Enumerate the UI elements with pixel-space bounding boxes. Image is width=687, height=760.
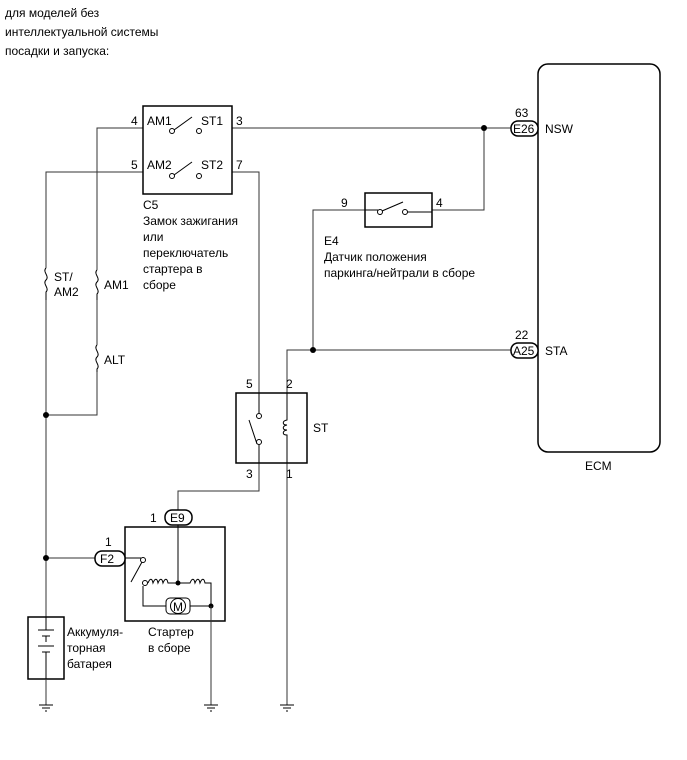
starter-desc-1: Стартер xyxy=(148,625,194,639)
header-line-3: посадки и запуска: xyxy=(5,44,109,58)
connector-e26 xyxy=(510,120,539,137)
ground-icon xyxy=(39,704,53,712)
junction-dot xyxy=(43,555,49,561)
starter-e9-pin: 1 xyxy=(150,511,157,525)
relay-label: ST xyxy=(313,421,329,435)
wire-pn-to-sta xyxy=(312,209,365,350)
starter-relay-box xyxy=(235,392,308,464)
battery-desc-1: Аккумуля- xyxy=(67,625,123,639)
motor-icon xyxy=(170,598,186,614)
wire-nsw-to-pn-switch xyxy=(432,128,485,211)
starter-f2-pin: 1 xyxy=(105,535,112,549)
junction-dot xyxy=(175,580,181,586)
junction-dot xyxy=(43,412,49,418)
junction-dot xyxy=(481,125,487,131)
ign-desc-3: переключатель xyxy=(143,246,228,260)
ign-pin-st1: 3 xyxy=(236,114,243,128)
ecm-box xyxy=(537,63,661,453)
battery-desc-2: торная xyxy=(67,641,106,655)
switch-lever xyxy=(173,161,193,176)
ecm-pin-nsw-conn: E26 xyxy=(513,122,535,136)
battery-desc-3: батарея xyxy=(67,657,112,671)
switch-contact xyxy=(402,209,408,215)
ecm-pin-nsw-num: 63 xyxy=(515,106,529,120)
ign-pin-am1: 4 xyxy=(131,114,138,128)
fuse-alt-icon xyxy=(95,344,99,372)
wire-st2-to-relay xyxy=(232,171,260,393)
ecm-pin-sta-conn: A25 xyxy=(513,344,535,358)
ign-pin-st2: 7 xyxy=(236,158,243,172)
relay-coil-icon xyxy=(282,393,288,463)
starter-f2-conn: F2 xyxy=(100,552,114,566)
starter-switch-lever xyxy=(130,561,143,583)
wire-relay-to-sta xyxy=(286,349,511,393)
wire-relay-to-e9 xyxy=(177,463,260,510)
relay-pin-tl: 5 xyxy=(246,377,253,391)
switch-contact xyxy=(377,209,383,215)
ign-desc-2: или xyxy=(143,230,163,244)
switch-lever xyxy=(381,201,404,212)
ecm-pin-sta-num: 22 xyxy=(515,328,529,342)
wire-alt-to-battery xyxy=(46,372,98,416)
connector-a25 xyxy=(510,342,539,359)
ign-pin-am2: 5 xyxy=(131,158,138,172)
fuse-am1-label: AM1 xyxy=(104,278,129,292)
starter-field-coils-icon xyxy=(147,578,212,606)
header-line-2: интеллектуальной системы xyxy=(5,25,158,39)
fuse-st-am2-label-2: AM2 xyxy=(54,285,79,299)
starter-e9-conn: E9 xyxy=(170,511,185,525)
starter-contact xyxy=(142,580,148,586)
switch-contact xyxy=(196,173,202,179)
ground-icon xyxy=(204,704,218,712)
pn-pin-right: 4 xyxy=(436,196,443,210)
fuse-st-am2-label-1: ST/ xyxy=(54,270,73,284)
switch-contact xyxy=(169,128,175,134)
wire-am1-to-switch xyxy=(96,127,143,270)
relay-pin-tr: 2 xyxy=(286,377,293,391)
battery-cells-icon xyxy=(38,617,54,679)
ecm-label: ECM xyxy=(585,459,612,473)
ign-desc-5: сборе xyxy=(143,278,176,292)
junction-dot xyxy=(310,347,316,353)
ecm-pin-nsw-name: NSW xyxy=(545,122,574,136)
ground-icon xyxy=(280,704,294,712)
ecm-pin-sta-name: STA xyxy=(545,344,567,358)
switch-contact xyxy=(169,173,175,179)
starter-internal-wire xyxy=(142,586,166,607)
ign-label-st2: ST2 xyxy=(201,158,223,172)
motor-symbol: M xyxy=(173,600,183,614)
pn-desc-2: паркинга/нейтрали в сборе xyxy=(324,266,475,280)
starter-desc-2: в сборе xyxy=(148,641,191,655)
ign-code: C5 xyxy=(143,198,159,212)
ign-label-am1: AM1 xyxy=(147,114,172,128)
relay-pin-bl: 3 xyxy=(246,467,253,481)
pn-code: E4 xyxy=(324,234,339,248)
switch-contact xyxy=(196,128,202,134)
relay-contact xyxy=(256,413,262,419)
wire-am2-to-switch xyxy=(45,171,143,268)
fuse-alt-label: ALT xyxy=(104,353,126,367)
relay-lever xyxy=(248,419,258,445)
starter-contact xyxy=(140,557,146,563)
switch-lever xyxy=(173,116,193,131)
switch-internal-wire xyxy=(365,209,432,213)
pn-desc-1: Датчик положения xyxy=(324,250,427,264)
relay-pin-br: 1 xyxy=(286,467,293,481)
fuse-am1-icon xyxy=(95,269,99,300)
ign-desc-1: Замок зажигания xyxy=(143,214,238,228)
header-line-1: для моделей без xyxy=(5,6,100,20)
ign-desc-4: стартера в xyxy=(143,262,203,276)
ign-label-am2: AM2 xyxy=(147,158,172,172)
ign-label-st1: ST1 xyxy=(201,114,223,128)
pn-pin-left: 9 xyxy=(341,196,348,210)
fuse-st-am2-icon xyxy=(44,267,48,300)
